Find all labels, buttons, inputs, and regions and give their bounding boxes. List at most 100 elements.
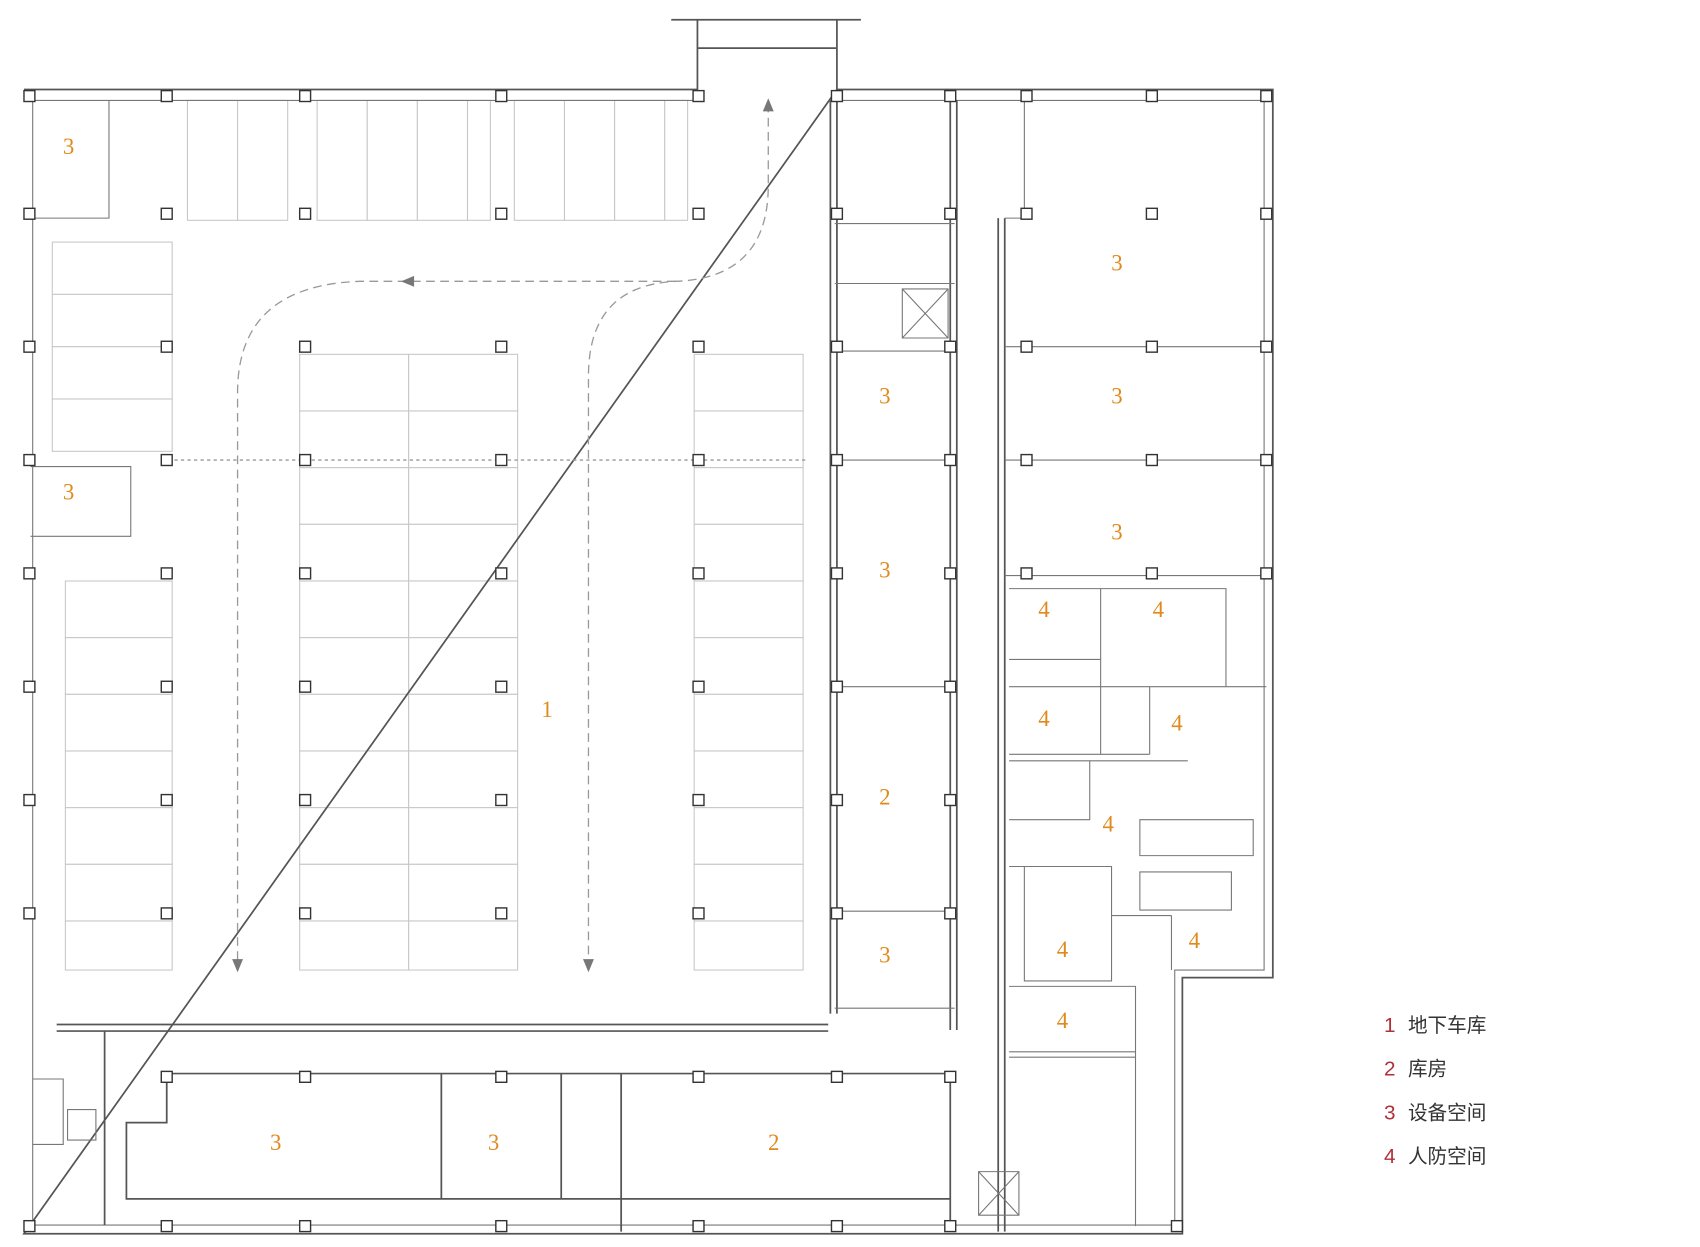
- column: [830, 207, 844, 220]
- ev-parking-stall: [51, 241, 173, 295]
- column: [1020, 340, 1033, 353]
- column: [944, 340, 957, 353]
- room-label: 3: [879, 942, 890, 967]
- column: [298, 680, 312, 693]
- parking-stall: [64, 807, 173, 865]
- column: [692, 907, 705, 920]
- room-label: 3: [63, 479, 74, 504]
- parking-stall: [366, 99, 418, 221]
- legend-number: 4: [1384, 1145, 1396, 1168]
- column: [1260, 453, 1273, 467]
- garage-east-wall: [829, 100, 838, 1014]
- column: [830, 453, 844, 467]
- parking-stalls: [51, 99, 804, 971]
- parking-stall: [693, 863, 804, 922]
- parking-stall: [299, 637, 410, 695]
- parking-stall: [316, 99, 368, 221]
- legend-number: 1: [1384, 1014, 1396, 1037]
- parking-stall: [693, 353, 804, 412]
- parking-stall: [64, 693, 173, 752]
- column: [298, 1219, 312, 1233]
- parking-stall: [299, 863, 410, 922]
- inner-wall: [30, 99, 1265, 1226]
- column: [830, 567, 844, 580]
- stair-southwest: [32, 1078, 97, 1145]
- column: [1260, 207, 1273, 220]
- column: [830, 1070, 844, 1083]
- parking-stall: [64, 750, 173, 809]
- legend-number: 2: [1384, 1058, 1396, 1081]
- arrow-down-icon: [232, 959, 244, 973]
- parking-stall: [693, 580, 804, 639]
- parking-stall: [299, 410, 410, 469]
- column: [495, 1070, 508, 1083]
- driving-lanes: [174, 98, 807, 973]
- ev-parking-stall: [51, 398, 173, 452]
- parking-stall: [693, 750, 804, 809]
- room-label: 3: [879, 383, 890, 408]
- column: [298, 567, 312, 580]
- parking-stall: [237, 99, 289, 221]
- column: [830, 1219, 844, 1233]
- room-label: 3: [879, 558, 890, 583]
- column: [692, 793, 705, 807]
- column: [495, 793, 508, 807]
- column: [160, 89, 173, 103]
- column: [495, 907, 508, 920]
- column: [830, 340, 844, 353]
- legend-label: 人防空间: [1408, 1145, 1486, 1168]
- column: [692, 680, 705, 693]
- parking-stall: [64, 920, 173, 971]
- parking-stall: [693, 920, 804, 971]
- room-label: 3: [270, 1130, 281, 1155]
- parking-stall: [299, 353, 410, 412]
- arrow-down-icon: [583, 959, 594, 973]
- column: [1145, 207, 1159, 220]
- column: [944, 793, 957, 807]
- room-labels: 3 3 1 3 3 2 3 3 3 3 4 4 4 4 4 4 4 4 3 3 …: [63, 134, 1201, 1155]
- west-room: [30, 466, 132, 537]
- column: [23, 453, 36, 467]
- arrow-left-icon: [401, 275, 415, 287]
- room-label: 4: [1153, 597, 1165, 622]
- column: [692, 1070, 705, 1083]
- parking-stall: [408, 580, 519, 639]
- column: [1020, 453, 1033, 467]
- column: [298, 207, 312, 220]
- column: [23, 89, 36, 103]
- column: [944, 680, 957, 693]
- column: [23, 907, 36, 920]
- parking-stall: [408, 353, 519, 412]
- parking-stall: [416, 99, 469, 221]
- column: [1260, 340, 1273, 353]
- room-label: 4: [1189, 928, 1201, 953]
- column: [692, 207, 705, 220]
- column: [1145, 89, 1159, 103]
- equipment-rooms: [1004, 100, 1267, 577]
- room-label: 2: [768, 1130, 779, 1155]
- legend-label: 库房: [1408, 1058, 1447, 1081]
- parking-stall: [299, 807, 410, 865]
- column: [1145, 340, 1159, 353]
- column: [944, 907, 957, 920]
- room-label: 3: [1111, 520, 1122, 545]
- column: [298, 340, 312, 353]
- column: [495, 89, 508, 103]
- entrance-ramp: [671, 18, 861, 101]
- parking-stall: [693, 467, 804, 525]
- room-label: 4: [1103, 812, 1115, 837]
- room-label: 4: [1057, 937, 1069, 962]
- column: [298, 453, 312, 467]
- parking-stall: [693, 410, 804, 469]
- column: [160, 1070, 173, 1083]
- column: [23, 793, 36, 807]
- column: [944, 207, 957, 220]
- northwest-room: [30, 100, 110, 219]
- parking-stall: [64, 637, 173, 695]
- room-label: 4: [1038, 706, 1050, 731]
- column: [692, 1219, 705, 1233]
- column: [944, 1070, 957, 1083]
